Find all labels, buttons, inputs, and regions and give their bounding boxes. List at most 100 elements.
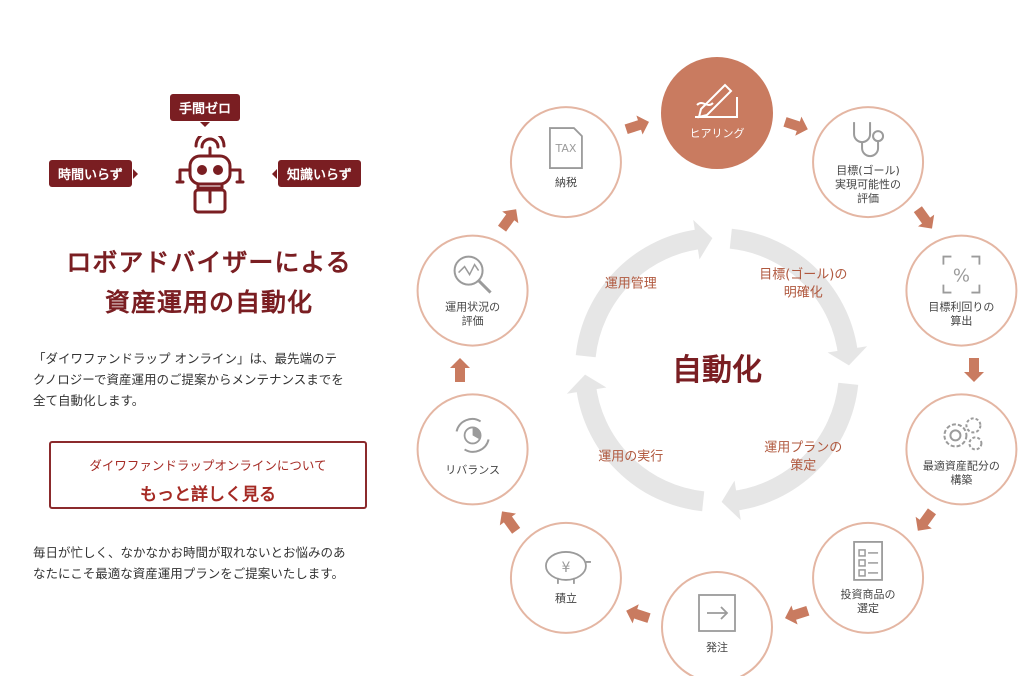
step-arrow: [783, 116, 808, 136]
step-node: TAX 納税: [509, 106, 622, 219]
order-icon: [698, 594, 736, 632]
ring-arrowhead: [721, 480, 741, 521]
ring-arc: [729, 228, 859, 358]
ring-arc: [729, 382, 859, 512]
svg-text:¥: ¥: [561, 560, 570, 576]
step-label: 運用状況の: [445, 300, 500, 314]
step-circle: [416, 393, 529, 506]
step-label: 積立: [555, 591, 577, 605]
step-circle: [416, 234, 529, 347]
intro-line-1: 「ダイワファンドラップ オンライン」は、最先端のテ: [33, 351, 337, 366]
svg-text:運用プランの: 運用プランの: [764, 440, 842, 455]
center-label: 自動化: [672, 353, 762, 388]
step-circle: [661, 57, 773, 169]
step-arrow: [626, 604, 651, 624]
step-label: 発注: [706, 640, 728, 654]
stethoscope-icon: [853, 122, 885, 158]
step-circle: [509, 106, 622, 219]
step-circle: [661, 571, 773, 676]
step-label: リバランス: [445, 463, 500, 476]
outro-text: 毎日が忙しく、なかなかお時間が取れないとお悩みのあ なたにこそ最適な資産運用プラ…: [33, 542, 423, 584]
step-label: 選定: [857, 601, 879, 615]
step-arrow: [497, 209, 519, 232]
intro-panel: 手間ゼロ 時間いらず 知識いらず ロボアドバイザーによる 資産運用の自動化 「ダ…: [0, 0, 440, 676]
tax-document-icon: TAX: [549, 127, 583, 169]
robot-icon: [175, 136, 245, 214]
inner-ring: [566, 219, 868, 521]
intro-text: 「ダイワファンドラップ オンライン」は、最先端のテ クノロジーで資産運用のご提案…: [33, 348, 423, 411]
step-node: リバランス: [416, 393, 529, 506]
svg-text:運用管理: 運用管理: [605, 277, 657, 292]
phase-label: 運用管理: [605, 277, 657, 292]
step-arrow: [624, 115, 649, 135]
ring-arc: [575, 228, 705, 358]
badge-no-effort: 手間ゼロ: [170, 94, 241, 127]
step-circle: [905, 393, 1018, 506]
learn-more-button[interactable]: ダイワファンドラップオンラインについて もっと詳しく見る: [49, 441, 367, 509]
svg-text:運用の実行: 運用の実行: [598, 448, 663, 464]
gears-icon: [943, 417, 983, 451]
step-arrow: [964, 358, 984, 382]
outro-line-1: 毎日が忙しく、なかなかお時間が取れないとお悩みのあ: [33, 545, 346, 560]
learn-more-subtitle: ダイワファンドラップオンラインについて: [89, 458, 327, 473]
checklist-icon: [853, 541, 883, 581]
svg-text:明確化: 明確化: [784, 285, 823, 301]
step-label: 実現可能性の: [835, 177, 901, 191]
step-label: 算出: [950, 314, 972, 328]
step-circle: [509, 521, 622, 634]
step-label: 目標(ゴール): [836, 163, 900, 177]
pen-icon: [695, 83, 738, 119]
piggy-bank-icon: ¥: [545, 551, 591, 584]
badge-no-time: 時間いらず: [49, 160, 138, 187]
percent-icon: %: [942, 255, 981, 294]
learn-more-label: もっと詳しく見る: [140, 485, 276, 505]
step-arrow: [450, 358, 470, 382]
step-label: 納税: [555, 175, 577, 189]
ring-arrowhead: [693, 219, 713, 260]
intro-line-3: 全て自動化します。: [33, 393, 145, 408]
step-arrow: [785, 605, 810, 625]
step-circle: [812, 521, 925, 634]
intro-line-2: クノロジーで資産運用のご提案からメンテナンスまでを: [33, 372, 344, 387]
step-arrow: [915, 508, 937, 531]
step-arrows: [450, 115, 984, 625]
svg-text:策定: 策定: [790, 457, 816, 473]
svg-text:TAX: TAX: [554, 142, 576, 155]
step-label: 投資商品の: [841, 587, 896, 601]
badge-no-knowledge: 知識いらず: [272, 160, 361, 187]
ring-arrowhead: [827, 346, 868, 366]
phase-label: 運用の実行: [598, 448, 663, 464]
ring-arrowhead: [566, 374, 607, 394]
outro-line-2: なたにこそ最適な資産運用プランをご提案いたします。: [33, 566, 345, 581]
step-nodes: ヒアリング目標(ゴール)実現可能性の評価%目標利回りの算出最適資産配分の構築投資…: [416, 57, 1018, 676]
step-label: 目標利回りの: [928, 300, 994, 314]
step-circle: [905, 234, 1018, 347]
headline-line-1: ロボアドバイザーによる: [66, 248, 352, 277]
step-arrow: [913, 206, 935, 229]
rebalance-icon: [455, 418, 490, 453]
headline: ロボアドバイザーによる 資産運用の自動化: [0, 243, 418, 323]
ring-arc: [575, 382, 705, 512]
step-label: 評価: [857, 191, 879, 205]
step-circle: [812, 106, 925, 219]
step-label: 評価: [462, 314, 484, 328]
step-label: 最適資産配分の: [923, 458, 1000, 472]
magnifier-chart-icon: [453, 255, 492, 294]
step-node: 発注: [661, 571, 773, 676]
step-label: ヒアリング: [690, 126, 745, 140]
step-node: ¥ 積立: [509, 521, 622, 634]
headline-line-2: 資産運用の自動化: [104, 288, 313, 317]
svg-text:%: %: [953, 266, 970, 287]
step-node: ヒアリング: [661, 57, 773, 169]
svg-text:目標(ゴール)の: 目標(ゴール)の: [759, 267, 847, 283]
step-arrow: [499, 511, 521, 534]
